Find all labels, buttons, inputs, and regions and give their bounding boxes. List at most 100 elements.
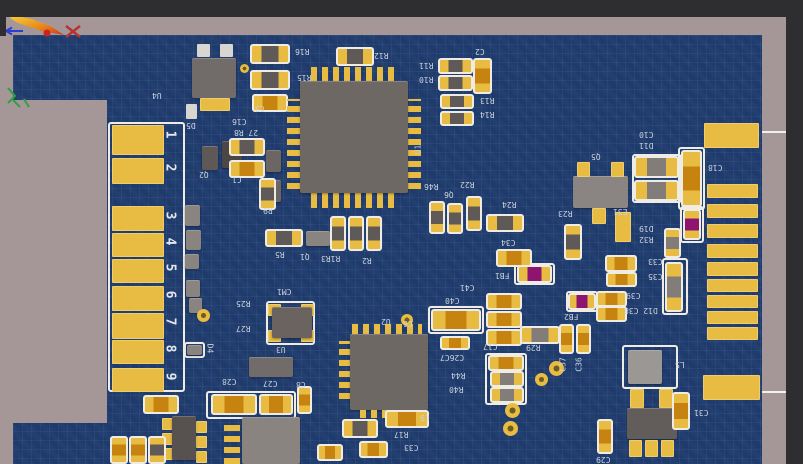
solder-pad[interactable] [112,340,164,364]
smd-component[interactable] [665,262,683,312]
solder-pad[interactable] [659,389,673,408]
smd-component[interactable] [496,249,532,267]
ic-body[interactable] [187,345,202,355]
smd-component[interactable] [486,293,522,310]
solder-pad[interactable] [197,44,210,57]
solder-pad[interactable] [112,368,164,392]
smd-component[interactable] [568,293,596,310]
smd-component[interactable] [605,255,637,272]
smd-component[interactable] [250,44,290,64]
solder-pad[interactable] [112,259,164,283]
smd-component[interactable] [486,311,522,328]
solder-pad[interactable] [112,313,164,339]
solder-pad[interactable] [707,244,758,258]
smd-component[interactable] [488,355,524,371]
solder-pad[interactable] [661,440,674,457]
smd-component[interactable] [143,395,179,414]
solder-pad[interactable] [577,162,590,177]
smd-component[interactable] [438,58,473,74]
smd-component[interactable] [564,224,582,260]
solder-pad[interactable] [707,311,758,324]
solder-pad[interactable] [112,286,164,311]
smd-component[interactable] [229,138,265,156]
smd-component[interactable] [440,94,474,109]
solder-pad[interactable] [162,433,173,445]
smd-component[interactable] [438,75,473,91]
ic-body[interactable] [172,416,196,460]
smd-component[interactable] [348,216,364,251]
solder-pad[interactable] [162,418,173,430]
smd-component[interactable] [431,309,481,331]
smd-component[interactable] [576,324,591,354]
solder-pad[interactable] [707,184,758,198]
smd-component[interactable] [440,336,470,350]
ic-body[interactable] [300,81,408,193]
smd-component[interactable] [672,392,690,430]
smd-component[interactable] [596,306,627,322]
solder-pad[interactable] [592,208,606,224]
solder-pad[interactable] [112,125,164,155]
via[interactable] [503,421,518,436]
solder-pad[interactable] [629,440,642,457]
smd-component[interactable] [259,178,276,210]
smd-component[interactable] [634,180,679,201]
smd-component[interactable] [634,156,679,178]
smd-component[interactable] [359,441,388,458]
smd-component[interactable] [490,387,524,403]
smd-component[interactable] [683,209,701,240]
smd-component[interactable] [229,160,265,178]
smd-component[interactable] [148,436,166,464]
smd-component[interactable] [211,394,257,415]
via[interactable] [549,361,564,376]
smd-component[interactable] [440,111,474,126]
solder-pad[interactable] [707,279,758,292]
solder-pad[interactable] [611,162,624,177]
solder-pad[interactable] [196,436,207,448]
smd-component[interactable] [129,436,147,464]
smd-component[interactable] [265,229,303,247]
solder-pad[interactable] [645,440,658,457]
solder-pad[interactable] [707,224,758,238]
smd-component[interactable] [559,324,574,354]
solder-pad[interactable] [220,44,233,57]
solder-pad[interactable] [707,295,758,308]
solder-pad[interactable] [196,451,207,463]
solder-pad[interactable] [615,212,631,242]
smd-component[interactable] [486,214,524,232]
ic-body[interactable] [242,417,300,464]
smd-component[interactable] [259,394,293,415]
smd-component[interactable] [429,201,445,234]
smd-component[interactable] [330,216,346,251]
via[interactable] [197,309,210,322]
ic-body[interactable] [185,205,200,226]
ic-body[interactable] [186,230,201,250]
solder-pad[interactable] [112,206,164,231]
ic-body[interactable] [186,280,200,297]
smd-component[interactable] [250,70,290,90]
solder-pad[interactable] [704,123,759,148]
via[interactable] [240,64,249,73]
ic-body[interactable] [573,176,628,208]
smd-component[interactable] [517,265,552,283]
smd-component[interactable] [297,386,312,414]
smd-component[interactable] [110,436,128,464]
via[interactable] [535,373,548,386]
solder-pad[interactable] [112,233,164,257]
solder-pad[interactable] [196,421,207,433]
ic-body[interactable] [249,357,293,377]
smd-component[interactable] [664,228,681,258]
smd-component[interactable] [606,272,637,287]
ic-body[interactable] [272,307,312,338]
smd-component[interactable] [336,47,374,66]
solder-pad[interactable] [707,262,758,276]
solder-pad[interactable] [707,204,758,218]
smd-component[interactable] [466,196,482,231]
via[interactable] [505,403,520,418]
ic-body[interactable] [306,231,330,246]
smd-component[interactable] [681,150,702,207]
smd-component[interactable] [366,216,382,251]
smd-component[interactable] [597,419,613,454]
ic-body[interactable] [192,58,236,98]
solder-pad[interactable] [112,158,164,184]
solder-pad[interactable] [186,104,197,119]
